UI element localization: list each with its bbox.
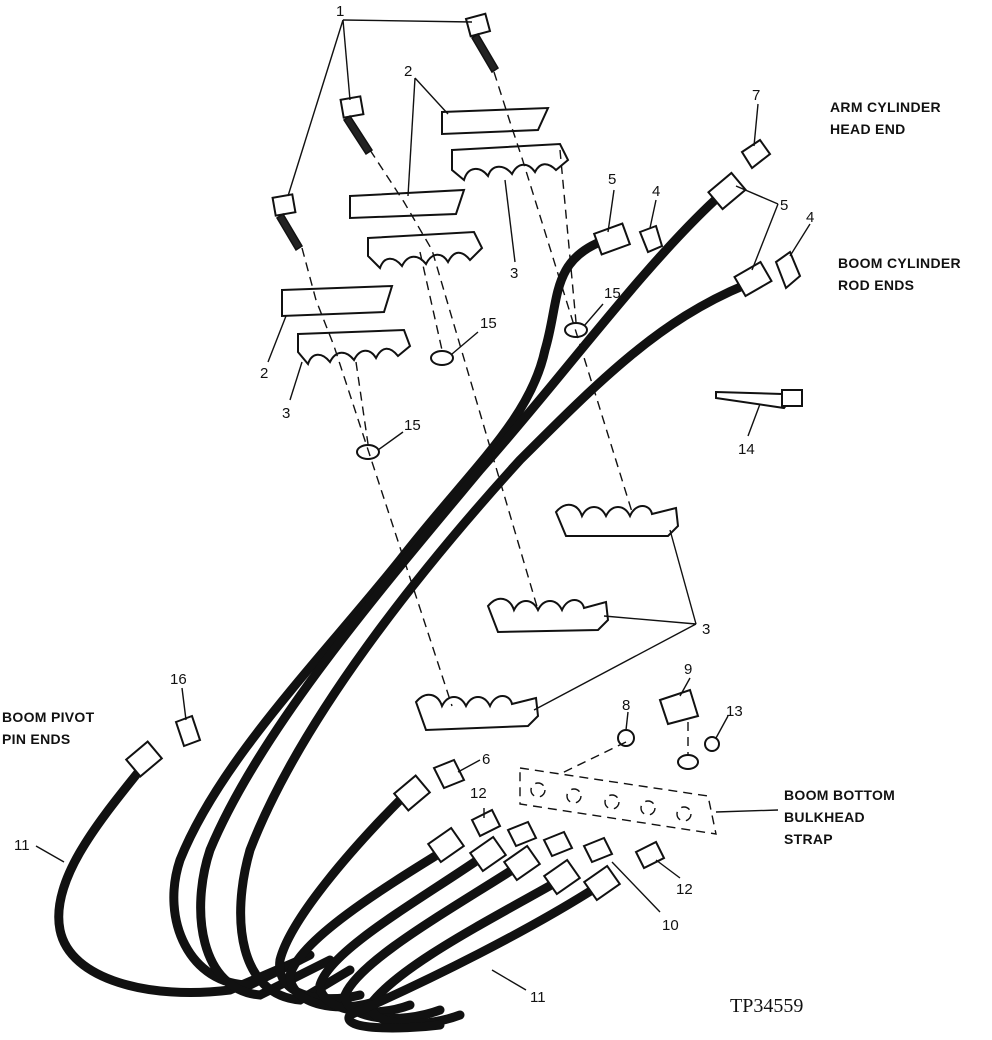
callout-15: 15 [404, 417, 421, 434]
elbow-fitting-9 [658, 688, 700, 726]
connector-12 [470, 808, 502, 838]
clamp-half [297, 328, 412, 367]
caption-arm-cylinder-line2: HEAD END [830, 121, 906, 137]
cap-screws [271, 12, 500, 252]
callout-9: 9 [684, 661, 692, 678]
connector-10 [542, 830, 574, 858]
washer [356, 444, 380, 460]
cable-tie-head [781, 389, 803, 407]
connector-12 [634, 840, 666, 870]
hose-end-fitting [733, 260, 773, 298]
callout-3: 3 [702, 621, 710, 638]
clamp-plates [281, 106, 550, 318]
caption-boom-pivot-line2: PIN ENDS [2, 731, 71, 747]
cap-screw [271, 193, 304, 252]
elbow-fitting-16 [174, 714, 202, 748]
leader-lines [35, 19, 811, 991]
elbow-fitting-4 [638, 224, 664, 254]
nut-13 [704, 736, 720, 752]
hose-end-fitting [542, 858, 582, 896]
callout-6: 6 [482, 751, 490, 768]
cable-tie-14 [715, 390, 792, 410]
callout-11: 11 [530, 989, 546, 1006]
callout-13: 13 [726, 703, 743, 720]
callout-5: 5 [608, 171, 616, 188]
hose-end-fitting [468, 835, 508, 873]
clamp-halves [297, 142, 680, 732]
callout-2: 2 [260, 365, 268, 382]
caption-boom-cylinder-line2: ROD ENDS [838, 277, 914, 293]
fittings [174, 138, 803, 870]
connector-10 [582, 836, 614, 864]
callout-5: 5 [780, 197, 788, 214]
hose-end-fitting [124, 740, 164, 778]
hose-end-fitting [392, 774, 432, 812]
callout-2: 2 [404, 63, 412, 80]
hose-boom-rod-1 [196, 195, 720, 1000]
captions: ARM CYLINDER HEAD END BOOM CYLINDER ROD … [2, 99, 961, 847]
assembly-lines [301, 71, 689, 775]
clamp-half [451, 142, 570, 182]
cap-screw [339, 95, 374, 156]
clamp-half [367, 230, 484, 270]
callout-14: 14 [738, 441, 755, 458]
hose-end-fitting [582, 864, 622, 902]
hose-end-fitting [502, 844, 542, 882]
hose-group [54, 195, 750, 1033]
clamp-half [486, 597, 610, 634]
caption-boom-bottom-line2: BULKHEAD [784, 809, 865, 825]
callout-4: 4 [652, 183, 660, 200]
cap-screw [464, 12, 500, 74]
callout-1: 1 [336, 3, 344, 20]
caption-boom-pivot-line1: BOOM PIVOT [2, 709, 95, 725]
callout-15: 15 [480, 315, 497, 332]
hose-end-fittings [124, 171, 773, 902]
adapter-fitting-7 [740, 138, 772, 170]
clamp-plate [441, 106, 550, 136]
hose-end-fitting [707, 171, 747, 211]
clamp-half [554, 503, 680, 537]
elbow-fitting-6 [432, 758, 466, 790]
callout-16: 16 [170, 671, 187, 688]
callouts: 1 2 2 3 3 3 4 4 5 5 6 7 8 9 10 11 11 12 … [14, 3, 814, 1006]
caption-boom-bottom-line3: STRAP [784, 831, 833, 847]
hose-boom-pivot [54, 765, 305, 997]
callout-12: 12 [470, 785, 487, 802]
callout-15: 15 [604, 285, 621, 302]
callout-12: 12 [676, 881, 693, 898]
callout-11: 11 [14, 837, 30, 854]
figure-id: TP34559 [730, 995, 803, 1017]
washer-9 [677, 754, 699, 770]
hose-bulkhead-a [275, 790, 410, 1004]
callout-3: 3 [282, 405, 290, 422]
connector-10 [506, 820, 538, 848]
clamp-plate [349, 188, 466, 220]
callout-7: 7 [752, 87, 760, 104]
hose-boom-rod-2 [236, 280, 750, 1005]
callout-8: 8 [622, 697, 630, 714]
callout-4: 4 [806, 209, 814, 226]
callout-10: 10 [662, 917, 679, 934]
plug-8 [617, 729, 635, 747]
washer [430, 350, 454, 366]
caption-boom-bottom-line1: BOOM BOTTOM [784, 787, 895, 803]
clamp-plate [281, 284, 394, 318]
caption-arm-cylinder-line1: ARM CYLINDER [830, 99, 941, 115]
washers [356, 322, 588, 460]
hose-end-fitting [426, 826, 466, 864]
hose-end-fitting [592, 222, 632, 256]
elbow-fitting-4 [774, 250, 802, 290]
callout-3: 3 [510, 265, 518, 282]
clamp-half [414, 693, 540, 732]
caption-boom-cylinder-line1: BOOM CYLINDER [838, 255, 961, 271]
hose-bulkhead-f [344, 880, 605, 1033]
bulkhead-strap [519, 767, 717, 835]
